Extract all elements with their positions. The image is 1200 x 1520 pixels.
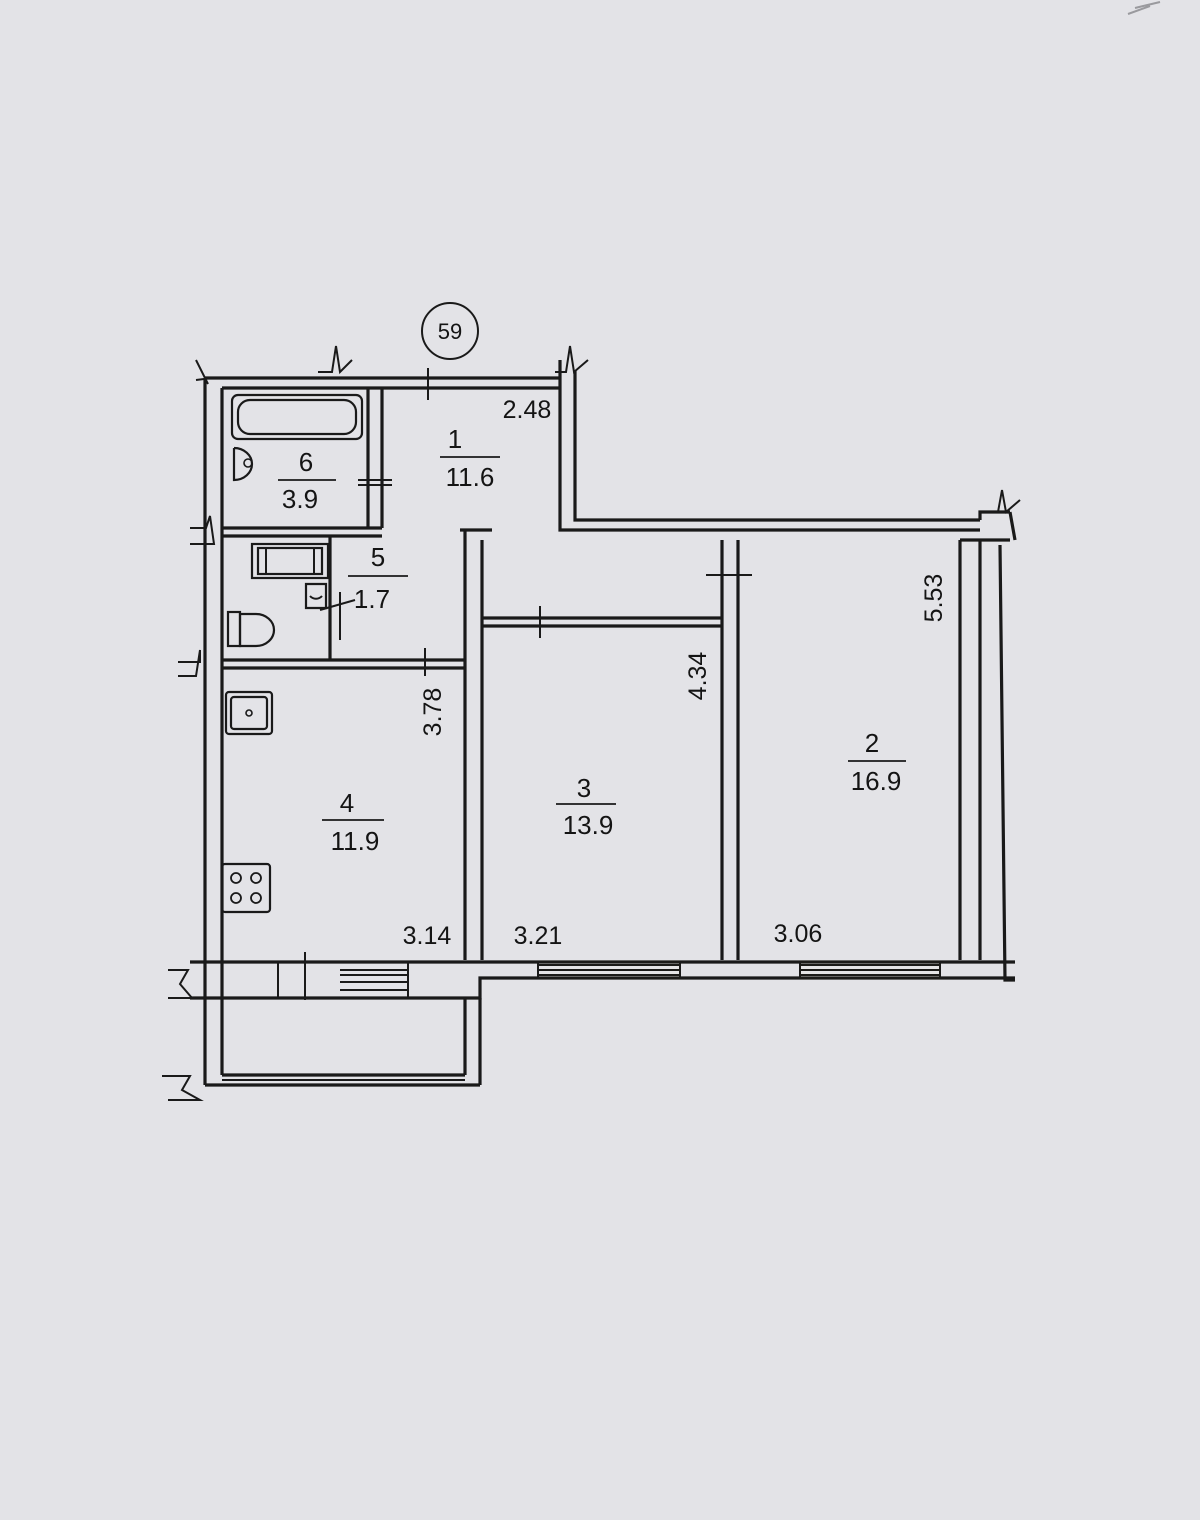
room-6-label: 6 3.9 [278, 447, 336, 514]
apartment-marker-number: 59 [438, 319, 462, 344]
room-area: 1.7 [354, 584, 390, 614]
apartment-marker: 59 [421, 302, 479, 360]
kitchen-sink-icon [224, 690, 274, 736]
room-number: 1 [448, 424, 462, 454]
room-number: 4 [340, 788, 354, 818]
toilet-icon [226, 610, 276, 648]
room-3-label: 3 13.9 [556, 773, 616, 840]
room-4-label: 4 11.9 [322, 788, 384, 856]
stove-icon [220, 862, 272, 914]
break-marks [162, 345, 1021, 1101]
room-5-label: 5 1.7 [348, 542, 408, 614]
dimension-label: 3.14 [403, 922, 452, 950]
room-number: 5 [371, 542, 385, 572]
washbasin-icon [232, 446, 254, 482]
washing-machine-icon [250, 542, 330, 580]
dimension-label: 3.06 [774, 920, 823, 948]
dimension-label: 4.34 [684, 652, 712, 701]
room-1-label: 1 11.6 [440, 424, 500, 492]
pen-mark [1127, 1, 1161, 15]
small-sink-icon [304, 582, 328, 610]
room-2-label: 2 16.9 [848, 728, 906, 796]
dimension-label: 3.78 [419, 688, 447, 737]
room-number: 6 [299, 447, 313, 477]
room-number: 3 [577, 773, 591, 803]
dimension-label: 5.53 [920, 574, 948, 623]
room-area: 13.9 [563, 810, 614, 840]
bathtub-icon [230, 393, 364, 441]
windows [277, 952, 941, 1000]
dimension-label: 3.21 [514, 922, 563, 950]
room-area: 11.6 [446, 462, 495, 492]
room-area: 3.9 [282, 484, 318, 514]
dimension-label: 2.48 [503, 396, 552, 424]
room-number: 2 [865, 728, 879, 758]
room-area: 11.9 [331, 826, 380, 856]
walls [190, 360, 1017, 1087]
room-area: 16.9 [851, 766, 902, 796]
